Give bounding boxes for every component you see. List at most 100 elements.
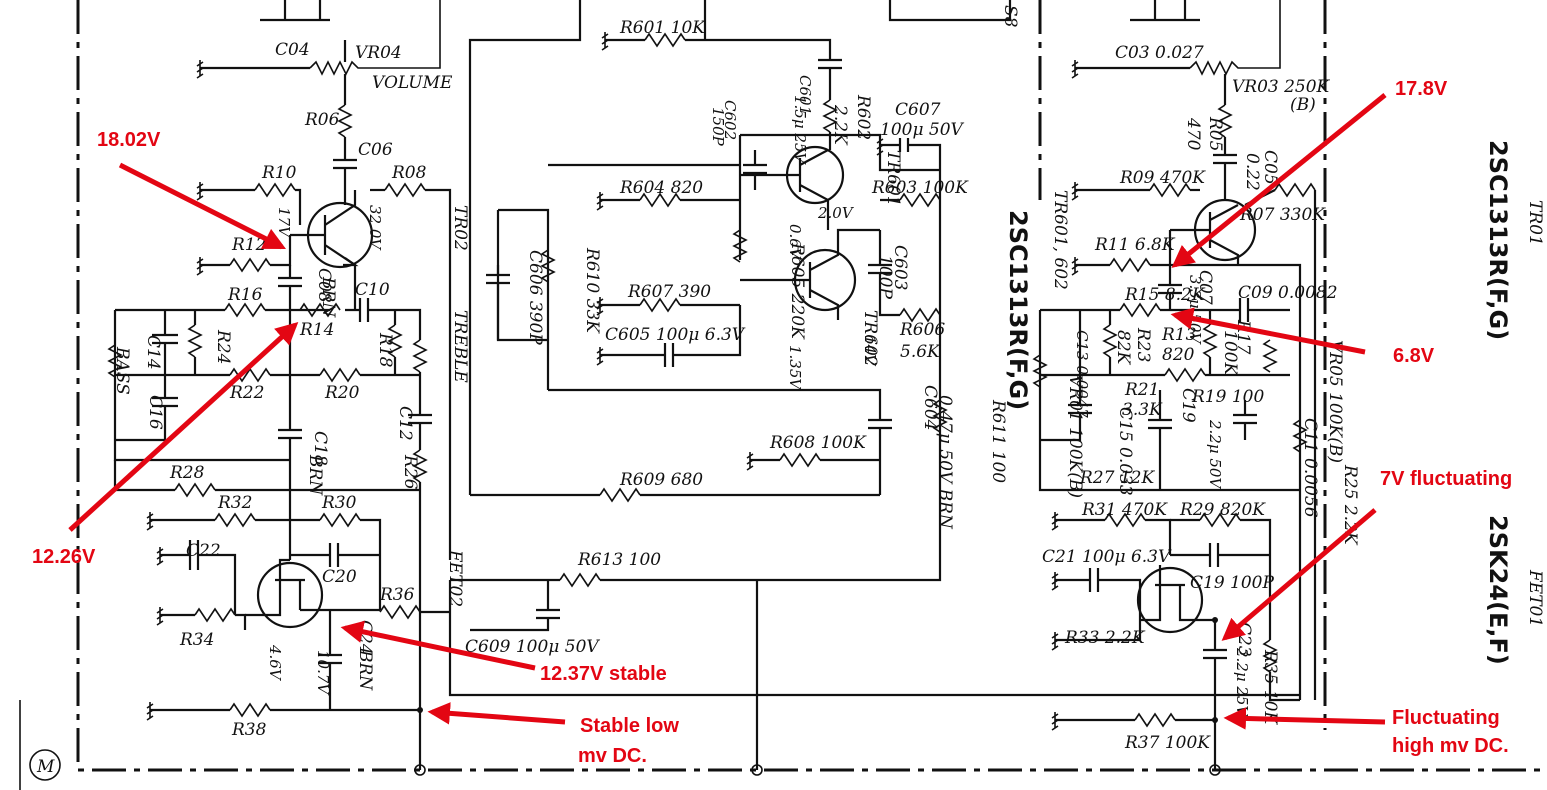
label-c09: C09 0.0082: [1238, 283, 1338, 303]
label-r38: R38: [231, 720, 267, 740]
label-r21-value: 3.3K: [1122, 400, 1163, 420]
arrow-12.37v: [340, 620, 536, 671]
label-r24: R24: [213, 329, 233, 364]
label-brn2: BRN: [305, 454, 325, 496]
label-tr601: TR601: [883, 150, 903, 207]
label-17v: 17V: [275, 207, 293, 239]
label-c606: C606 390P: [525, 250, 545, 345]
label-r605: R605 220K: [787, 242, 807, 340]
annotation-12.26v: 12.26V: [32, 546, 96, 568]
annotation-12.37v-stable: 12.37V stable: [540, 663, 667, 685]
label-r610: R610 33K: [582, 247, 602, 334]
label-r30: R30: [321, 493, 357, 513]
label-r28: R28: [169, 463, 205, 483]
label-c14: C14: [143, 335, 163, 370]
label-4.6v: 4.6V: [266, 644, 284, 682]
arrow-7v-fluctuating: [1221, 508, 1377, 641]
label-r07: R07 330K: [1239, 205, 1326, 225]
label-c08: C08: [314, 268, 334, 303]
arrow-18.02v: [118, 162, 287, 250]
arrow-17.8v: [1171, 93, 1387, 268]
label-r35: R35 10K: [1260, 649, 1280, 725]
label-r26: R26: [400, 454, 420, 490]
label-vr01: VR01 100K(B): [1065, 375, 1085, 498]
label-c05-value: 0.22: [1242, 153, 1262, 191]
label-tr01: TR01: [1525, 200, 1545, 246]
label-c11: C11 0.0056: [1300, 418, 1320, 518]
center-labels: R601 10K C601 1.5μ 25V R602 2.2K C607 10…: [465, 5, 1020, 657]
label-c602: C602: [721, 100, 739, 140]
label-c06: C06: [358, 140, 393, 160]
arrow-12.26v: [68, 321, 299, 532]
label-c13: C13 0.0047: [1073, 330, 1091, 418]
label-c03: C03 0.027: [1115, 43, 1204, 63]
label-32v: 32.0V: [366, 205, 384, 251]
board-border: [19, 0, 1540, 790]
label-brn3: BRN: [355, 649, 375, 691]
label-fet01: FET01: [1525, 569, 1545, 627]
arrow-stable-low: [427, 702, 566, 725]
annotation-6.8v: 6.8V: [1393, 345, 1435, 367]
motor-symbol: M: [29, 749, 61, 781]
label-c12: C12: [395, 406, 415, 441]
label-treble: TREBLE: [450, 310, 470, 383]
label-1.35v: 1.35V: [786, 345, 804, 391]
left-channel-wiring: [107, 0, 452, 776]
label-c05: C05: [1260, 150, 1280, 185]
label-c605: C605 100μ 6.3V: [605, 325, 746, 345]
label-r606: R606: [899, 320, 945, 340]
label-c609: C609 100μ 50V: [465, 637, 600, 657]
label-c20: C20: [322, 567, 357, 587]
label-r602: R602: [853, 94, 873, 140]
svg-text:M: M: [36, 757, 55, 777]
label-r606-value: 5.6K: [900, 342, 941, 362]
label-c604: C604: [920, 385, 940, 430]
label-volume: VOLUME: [372, 73, 453, 93]
label-r37: R37 100K: [1124, 733, 1211, 753]
label-c19a-value: 2.2μ 50V: [1206, 419, 1224, 490]
label-r611: R611 100: [988, 399, 1008, 483]
annotation-arrows: [68, 93, 1387, 730]
label-r33: R33 2.2K: [1064, 628, 1146, 648]
label-r12: R12: [231, 235, 266, 255]
label-b: (B): [1290, 95, 1316, 115]
label-r05-value: 470: [1183, 117, 1203, 151]
label-r17-value: 100K: [1220, 330, 1240, 376]
label-c607-value: 100μ 50V: [880, 120, 965, 140]
label-r608: R608 100K: [769, 433, 867, 453]
label-c21: C21 100μ 6.3V: [1042, 547, 1172, 567]
label-r08: R08: [391, 163, 427, 183]
label-r18: R18: [375, 332, 395, 368]
label-c16: C16: [145, 395, 165, 430]
label-c604-value: 0.47μ 50V BRN: [935, 395, 955, 530]
label-r10: R10: [261, 163, 297, 183]
right-channel-wiring: [1032, 0, 1317, 776]
label-c601-value: 1.5μ 25V: [791, 95, 809, 165]
label-bass: BASS: [112, 346, 132, 395]
label-r29: R29 820K: [1179, 500, 1266, 520]
label-c04: C04: [275, 40, 310, 60]
arrow-6.8v: [1170, 307, 1366, 355]
label-r603: R603 100K: [871, 178, 969, 198]
label-r602-value: 2.2K: [830, 104, 850, 146]
label-r20: R20: [324, 383, 360, 403]
label-r19: R19 100: [1191, 387, 1264, 407]
label-c15: C15 0.033: [1115, 407, 1135, 496]
label-tr02: TR02: [450, 205, 470, 251]
label-c23-value: 2.2μ 25V: [1233, 647, 1251, 718]
label-c10: C10: [355, 280, 390, 300]
label-r32: R32: [217, 493, 252, 513]
label-c607: C607: [895, 100, 941, 120]
arrow-fluctuating-high: [1223, 707, 1386, 730]
label-r607: R607 390: [627, 282, 711, 302]
label-c603-value: 100P: [875, 255, 895, 299]
label-r604: R604 820: [619, 178, 703, 198]
label-c602-value: 150P: [709, 107, 727, 147]
label-tr602: TR602: [860, 310, 880, 367]
label-fet02: FET02: [445, 549, 465, 607]
annotation-fluctuating: Fluctuating: [1392, 707, 1500, 729]
label-r609: R609 680: [619, 470, 703, 490]
label-r05: R05: [1205, 116, 1225, 151]
label-c603: C603: [890, 245, 910, 290]
label-r34: R34: [179, 630, 214, 650]
